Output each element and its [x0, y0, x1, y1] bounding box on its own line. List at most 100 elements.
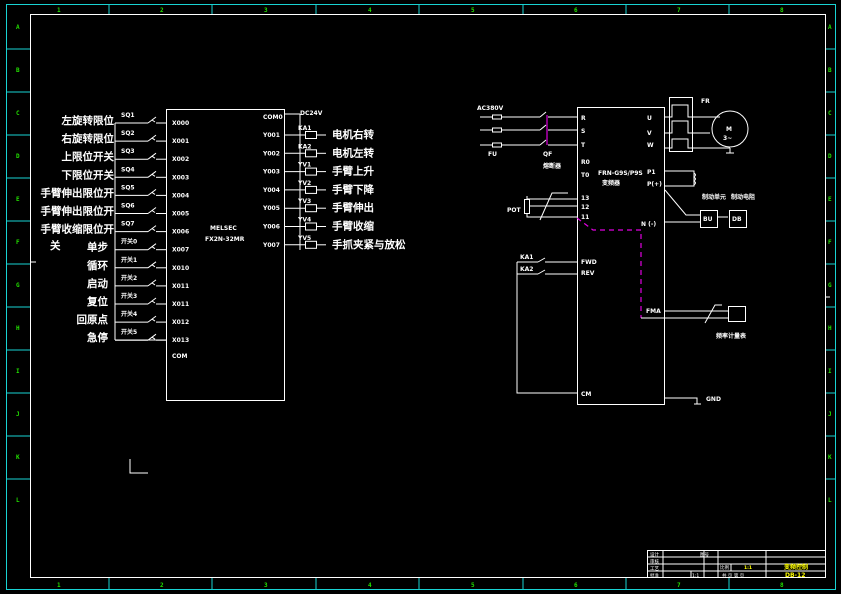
row-label-right: A — [828, 24, 832, 31]
coil-icon — [305, 167, 317, 176]
switch-contact-icon — [147, 279, 157, 287]
tb-label-design: 设计 — [650, 551, 659, 558]
switch-contact-icon — [147, 189, 157, 196]
inverter-terminal: W — [647, 142, 654, 149]
row-label-left: B — [16, 67, 20, 74]
breaker-label: QF — [543, 151, 552, 158]
column-label-bottom: 5 — [471, 582, 475, 589]
brake-unit-label: BU — [703, 216, 713, 223]
input-desc: 急停 — [87, 331, 108, 344]
input-desc: 复位 — [86, 295, 108, 308]
row-label-left: D — [16, 153, 20, 160]
input-switch-label: SQ7 — [121, 221, 135, 228]
input-desc: 手臂伸出限位开 — [41, 205, 115, 218]
output-terminal: Y002 — [262, 150, 280, 157]
input-terminal: X013 — [172, 337, 189, 344]
inverter-terminal: T — [581, 142, 586, 149]
input-terminal: X011 — [172, 301, 189, 308]
fuse-icon — [492, 142, 502, 148]
tb-label-process: 工艺 — [650, 566, 659, 572]
column-label-top: 4 — [368, 7, 372, 14]
tb-sheet-value: 1:1 — [744, 565, 752, 571]
breaker-desc: 熔断器 — [543, 162, 562, 170]
thermal-relay-label: FR — [701, 98, 710, 105]
inverter-terminal: REV — [581, 270, 595, 277]
input-switch-label: 开关3 — [121, 292, 137, 300]
input-terminal: X012 — [172, 319, 189, 326]
inverter-model-line2: 变频器 — [602, 179, 621, 187]
coil-icon — [305, 131, 317, 139]
column-label-top: 8 — [780, 7, 784, 14]
output-terminal: Y007 — [262, 242, 280, 249]
relay-ka1: KA1 — [520, 254, 533, 261]
tb-label-review: 审核 — [650, 558, 659, 565]
coil-icon — [305, 185, 317, 194]
row-label-left: E — [16, 196, 20, 203]
inverter-terminal: 12 — [581, 204, 589, 211]
column-label-bottom: 3 — [264, 582, 268, 589]
switch-contact-icon — [147, 225, 157, 232]
input-terminal: X007 — [172, 247, 189, 254]
coil-icon — [305, 240, 317, 249]
switch-contact-icon — [147, 152, 157, 160]
output-terminal: Y004 — [262, 187, 280, 194]
inverter-terminal: R0 — [581, 159, 590, 166]
inverter-terminal: CM — [581, 391, 591, 398]
input-switch-label: 开关2 — [121, 274, 137, 282]
column-label-top: 1 — [57, 7, 61, 14]
inverter-terminal: P1 — [647, 169, 656, 176]
input-switch-label: SQ6 — [121, 203, 135, 210]
row-label-right: G — [828, 282, 832, 289]
brake-unit-box — [700, 210, 718, 228]
inverter-terminal: T0 — [581, 172, 589, 179]
column-label-bottom: 1 — [57, 582, 61, 589]
coil-icon — [305, 222, 317, 231]
input-terminal: X010 — [172, 265, 189, 272]
row-label-left: L — [16, 497, 20, 504]
plc-input-common: COM — [172, 353, 188, 360]
inverter-terminal: 13 — [581, 195, 589, 202]
breaker-contact-icon — [539, 124, 547, 131]
output-terminal: Y001 — [262, 132, 280, 139]
column-label-top: 3 — [264, 7, 268, 14]
output-coil-label: YV5 — [297, 235, 311, 242]
drawing-number: DB-12 — [785, 572, 805, 579]
wrap-text: 关 — [50, 239, 61, 252]
frequency-meter-box — [728, 306, 746, 322]
row-label-left: A — [16, 24, 20, 31]
switch-contact-icon — [147, 297, 157, 305]
brake-resistor-box — [729, 210, 747, 228]
input-desc: 单步 — [87, 241, 108, 254]
output-desc: 电机左转 — [332, 146, 374, 159]
inverter-box — [577, 107, 665, 405]
row-label-left: F — [16, 239, 20, 246]
input-desc: 循环 — [87, 259, 108, 272]
title-block: 设计 审核 工艺 批准 图号 比例 1:1 共 页 第 页 变频控制 DB-12… — [647, 550, 826, 579]
row-label-left: C — [16, 110, 20, 117]
tb-label-approve: 批准 — [650, 572, 659, 579]
switch-contact-icon — [147, 315, 157, 323]
plc-model-line2: FX2N-32MR — [205, 236, 245, 243]
ground-label: GND — [706, 396, 721, 403]
input-switch-label: SQ3 — [121, 148, 135, 155]
input-terminal: X003 — [172, 174, 189, 181]
relay-ka2: KA2 — [520, 266, 533, 273]
output-terminal: Y003 — [262, 169, 280, 176]
input-desc: 上限位开关 — [62, 150, 115, 163]
inverter-terminal: V — [647, 130, 652, 137]
output-desc: 手臂收缩 — [332, 220, 374, 233]
plc-section: MELSEC FX2N-32MR SQ1X000左旋转限位SQ2X001右旋转限… — [41, 109, 406, 401]
row-label-left: H — [16, 325, 20, 332]
column-label-top: 5 — [471, 7, 475, 14]
input-desc: 手臂收缩限位开 — [41, 223, 115, 236]
input-switch-label: 开关5 — [121, 328, 137, 336]
row-label-right: H — [828, 325, 832, 332]
row-label-right: L — [828, 497, 832, 504]
fuse-icon — [492, 127, 502, 133]
row-label-right: F — [828, 239, 832, 246]
drawing-title: 变频控制 — [784, 563, 808, 571]
origin-marker — [129, 459, 148, 474]
inverter-section: FRN-G9S/P9S 变频器 AC380V FU QF 熔断器 RSTR0T0… — [477, 97, 755, 405]
output-desc: 手臂上升 — [332, 165, 374, 178]
input-terminal: X006 — [172, 229, 189, 236]
